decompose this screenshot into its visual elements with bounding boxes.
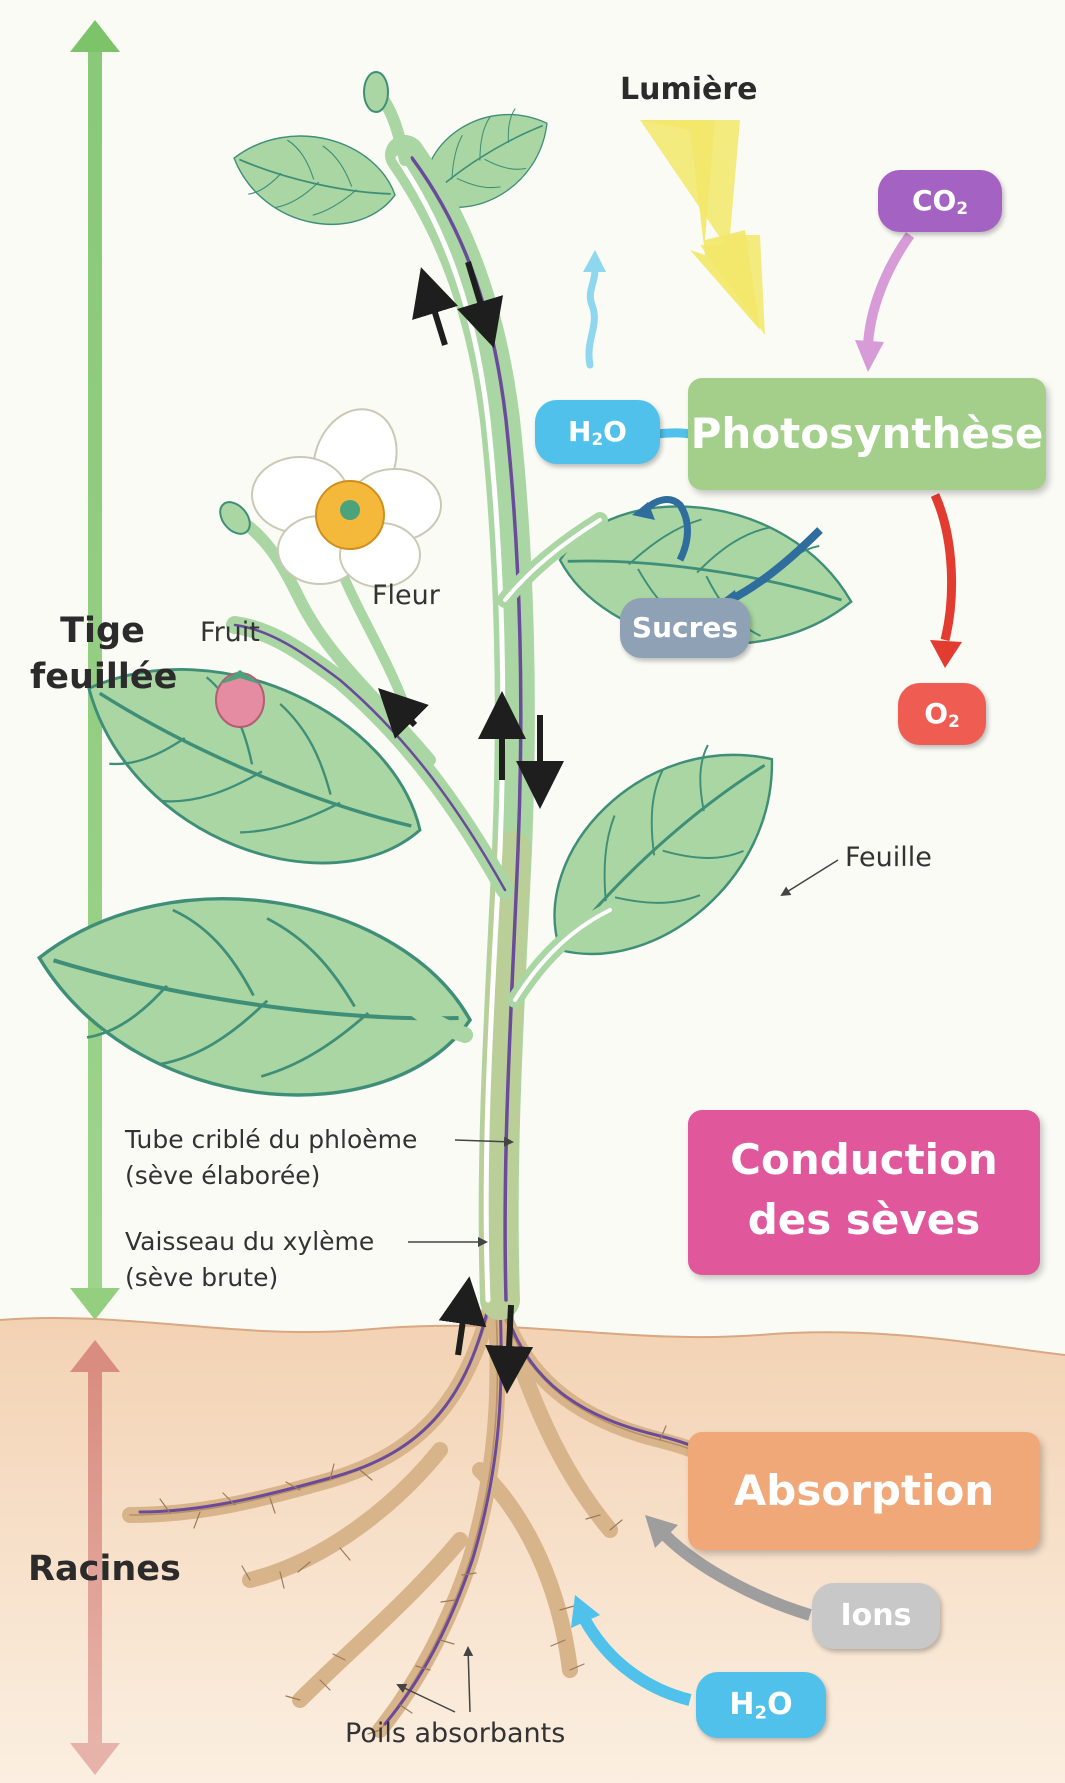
roots-section-title: Racines [28,1546,168,1592]
absorption-box: Absorption [688,1432,1040,1550]
ions-pill: Ions [812,1583,940,1649]
xylem-label-line2: (sève brute) [125,1260,374,1296]
co2-pill: CO2 [878,170,1002,232]
phloem-label-line1: Tube criblé du phloème [125,1122,417,1158]
leaf-label: Feuille [845,842,932,873]
h2o-bottom-pill: H2O [696,1672,826,1738]
stem-section-title: Tige feuillée [30,608,175,700]
stem-title-line2: feuillée [30,654,175,700]
photosynthesis-box: Photosynthèse [688,378,1046,490]
light-label: Lumière [620,72,758,107]
o2-pill: O2 [898,683,986,745]
sugars-pill: Sucres [620,598,750,658]
fruit-label: Fruit [200,617,260,648]
xylem-label-line1: Vaisseau du xylème [125,1224,374,1260]
flower-label: Fleur [372,580,440,611]
flower [252,397,441,587]
xylem-label: Vaisseau du xylème (sève brute) [125,1224,374,1296]
conduction-line1: Conduction [688,1130,1040,1190]
phloem-label: Tube criblé du phloème (sève élaborée) [125,1122,417,1194]
h2o-top-pill: H2O [535,400,660,464]
conduction-line2: des sèves [688,1190,1040,1250]
phloem-label-line2: (sève élaborée) [125,1158,417,1194]
conduction-box: Conduction des sèves [688,1110,1040,1275]
stem-title-line1: Tige [30,608,175,654]
root-hairs-label: Poils absorbants [345,1718,565,1749]
